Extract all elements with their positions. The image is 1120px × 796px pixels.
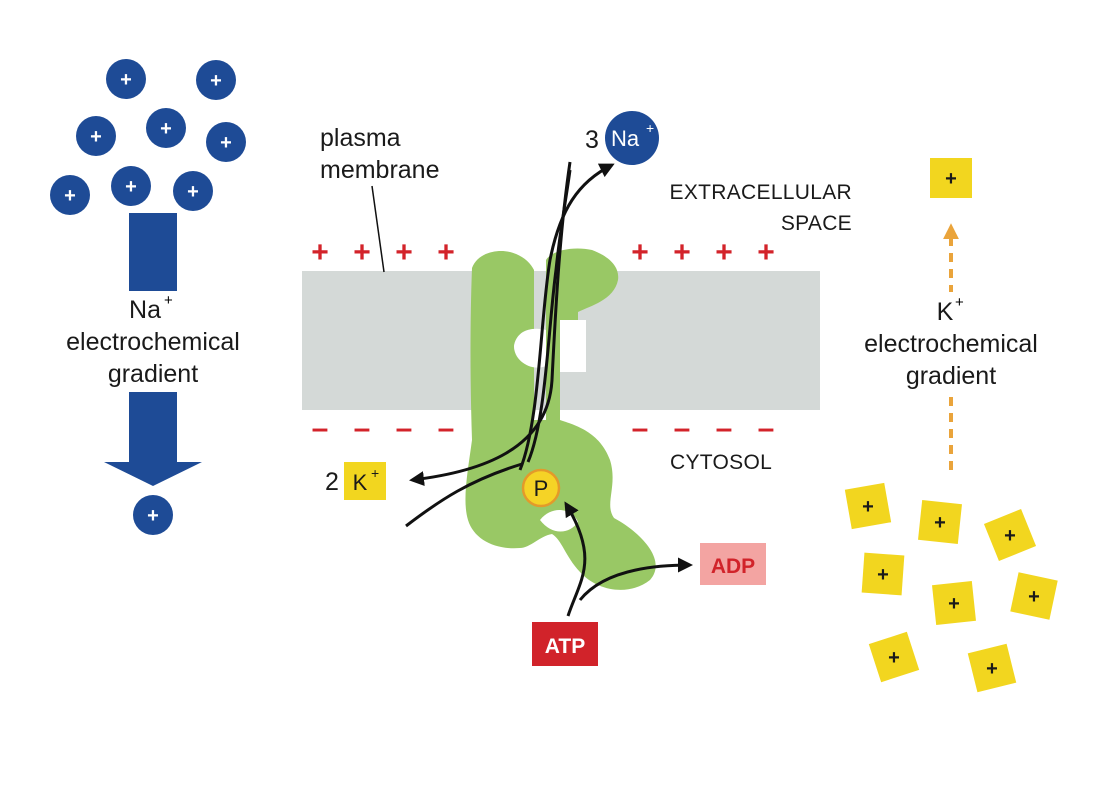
k-ion [844, 482, 892, 530]
k-ion [1010, 572, 1058, 620]
charge-plus: + [353, 236, 371, 269]
na-inner-line [526, 169, 572, 463]
charge-plus: + [311, 236, 329, 269]
na-ion-sign: + [64, 185, 76, 207]
na-ion-sign: + [210, 70, 222, 92]
na-ion-exported-charge: + [646, 120, 654, 136]
k-ion-sign: + [986, 658, 998, 680]
k-ion-sign: + [888, 647, 900, 669]
na-ion-cluster: + + + + + + + + [50, 59, 246, 215]
na-ion-exported-label: Na [611, 126, 640, 151]
na-gradient-arrow-shaft-bottom [129, 392, 177, 462]
k-gradient-line3: gradient [906, 362, 996, 390]
na-gradient-arrowhead [104, 462, 202, 486]
membrane-label-line1: plasma [320, 124, 401, 152]
k-ion-sign: + [948, 593, 960, 615]
membrane-leader-line [371, 185, 385, 273]
na-ion-sign: + [147, 505, 159, 527]
sodium-potassium-pump [465, 248, 656, 590]
na-ion-sign: + [187, 181, 199, 203]
k-ion-cluster: + + + + + + + + [844, 482, 1058, 693]
charge-minus: – [758, 412, 775, 445]
na-gradient-ion: Na [129, 296, 161, 324]
k-transport-path-tail [405, 462, 523, 528]
charge-plus: + [715, 236, 733, 269]
charge-minus: – [312, 412, 329, 445]
k-gradient-label-bg [846, 292, 1058, 392]
charge-plus: + [757, 236, 775, 269]
atp-to-phosphate-arrow [564, 501, 587, 617]
na-ion [76, 116, 116, 156]
inside-charges: – – – – – – – – [312, 412, 775, 445]
na-ion-exported [605, 111, 659, 165]
charge-minus: – [396, 412, 413, 445]
cytosol-label: CYTOSOL [670, 451, 772, 474]
charge-minus: – [674, 412, 691, 445]
k-ion-sign: + [1028, 586, 1040, 608]
charge-minus: – [438, 412, 455, 445]
atp-to-adp-arrow [578, 557, 693, 601]
charge-minus: – [716, 412, 733, 445]
k-ion-sign: + [862, 496, 874, 518]
na-ion [106, 59, 146, 99]
charge-plus: + [631, 236, 649, 269]
k-ion-sign: + [877, 564, 889, 586]
charge-minus: – [354, 412, 371, 445]
extracellular-label-line2: SPACE [781, 212, 852, 235]
charge-plus: + [673, 236, 691, 269]
k-ion [868, 631, 920, 683]
k-gradient-line2: electrochemical [864, 330, 1038, 358]
k-ion-imported-charge: + [371, 465, 379, 481]
adp-label: ADP [711, 555, 755, 578]
na-ion [111, 166, 151, 206]
charge-plus: + [437, 236, 455, 269]
na-gradient-line2: electrochemical [66, 328, 240, 356]
k-ion-sign: + [934, 512, 946, 534]
na-ion-sign: + [125, 176, 137, 198]
na-ion [196, 60, 236, 100]
na-ion [173, 171, 213, 211]
na-ion-sign: + [220, 132, 232, 154]
outside-charges: + + + + + + + + [311, 236, 775, 269]
k-ion [967, 643, 1017, 693]
pump-binding-pocket [514, 328, 546, 368]
phosphate-group [521, 468, 561, 508]
na-gradient-arrow-shaft-top [129, 213, 177, 291]
na-gradient-ion-charge: + [164, 292, 173, 309]
k-ion-sign: + [945, 168, 957, 190]
k-ion-sign: + [1004, 525, 1016, 547]
na-ion [206, 122, 246, 162]
na-ion-cytosol [133, 495, 173, 535]
na-count: 3 [585, 126, 599, 154]
na-ion-sign: + [160, 118, 172, 140]
charge-plus: + [395, 236, 413, 269]
k-count: 2 [325, 468, 339, 496]
k-ion-extracellular [930, 158, 972, 198]
na-ion [146, 108, 186, 148]
k-ion [983, 508, 1037, 562]
k-ion [861, 552, 905, 596]
charge-minus: – [632, 412, 649, 445]
na-gradient-line3: gradient [108, 360, 198, 388]
na-transport-path [518, 163, 615, 471]
k-gradient-ion-charge: + [955, 294, 964, 311]
pump-binding-slot [560, 320, 586, 372]
phosphate-label: P [534, 476, 549, 501]
atp-box [532, 622, 598, 666]
atp-label: ATP [545, 635, 585, 658]
k-ion [932, 581, 976, 625]
na-ion-sign: + [90, 126, 102, 148]
k-ion-imported [344, 462, 386, 500]
adp-box [700, 543, 766, 585]
na-ion [50, 175, 90, 215]
extracellular-label-line1: EXTRACELLULAR [670, 181, 852, 204]
k-ion-imported-label: K [353, 470, 368, 495]
k-ion [918, 500, 962, 544]
na-ion-sign: + [120, 69, 132, 91]
membrane-label-line2: membrane [320, 156, 440, 184]
k-gradient-ion: K [937, 298, 954, 326]
